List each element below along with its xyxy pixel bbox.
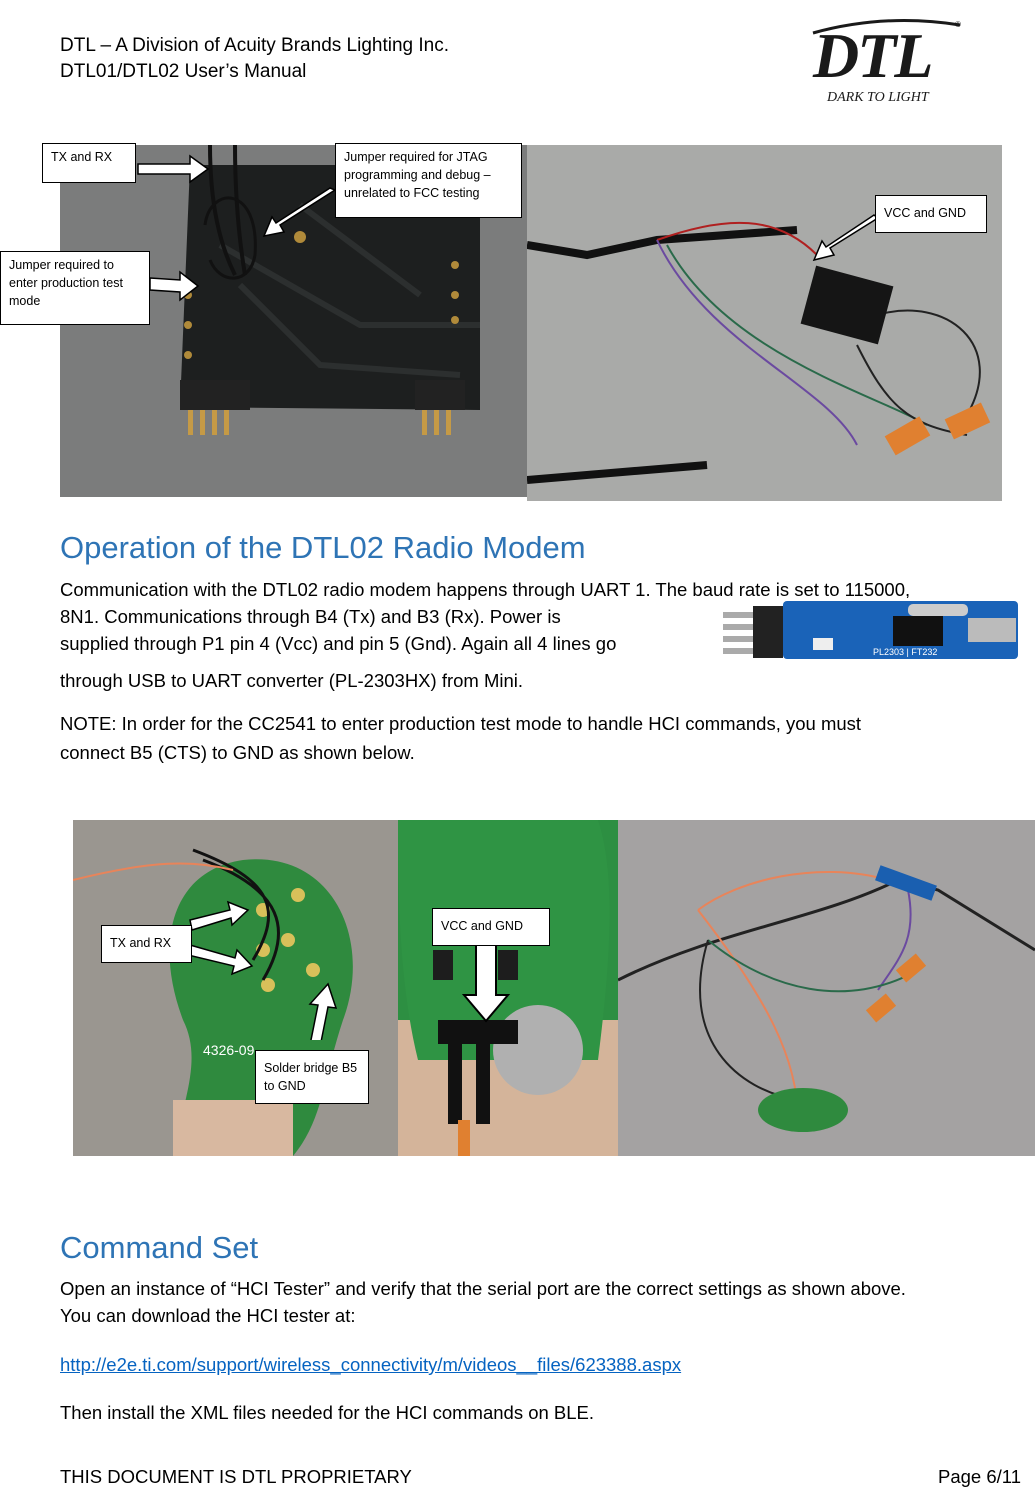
paragraph-line: through USB to UART converter (PL-2303HX… xyxy=(60,670,524,691)
callout-solder-bridge: Solder bridge B5 to GND xyxy=(255,1050,369,1104)
dtl02-back-photo xyxy=(398,820,618,1156)
paragraph-line: Communication with the DTL02 radio modem… xyxy=(60,579,911,600)
callout-tx-rx-2: TX and RX xyxy=(101,925,192,963)
paragraph-line: Open an instance of “HCI Tester” and ver… xyxy=(60,1278,906,1299)
header-line-2: DTL01/DTL02 User’s Manual xyxy=(60,61,307,82)
paragraph-line: 8N1. Communications through B4 (Tx) and … xyxy=(60,606,561,627)
section-heading-radio-modem: Operation of the DTL02 Radio Modem xyxy=(60,530,586,565)
note-line: NOTE: In order for the CC2541 to enter p… xyxy=(60,713,862,734)
footer-page-number: Page 6/11 xyxy=(938,1466,1021,1487)
callout-jtag-jumper: Jumper required for JTAG programming and… xyxy=(335,143,522,218)
svg-text:®: ® xyxy=(955,20,961,29)
callout-vcc-gnd-2: VCC and GND xyxy=(432,908,550,946)
figure1-vcc-arrow xyxy=(812,214,880,262)
note-line: connect B5 (CTS) to GND as shown below. xyxy=(60,742,415,763)
header-line-1: DTL – A Division of Acuity Brands Lighti… xyxy=(60,35,449,56)
paragraph-line: You can download the HCI tester at: xyxy=(60,1305,356,1326)
hci-tester-download-link[interactable]: http://e2e.ti.com/support/wireless_conne… xyxy=(60,1354,682,1375)
callout-production-jumper: Jumper required to enter production test… xyxy=(0,251,150,325)
usb-uart-converter-photo: PL2303 | FT232 xyxy=(723,598,1019,663)
figure2-arrows xyxy=(187,900,338,1040)
callout-vcc-gnd: VCC and GND xyxy=(875,195,987,233)
board-marking: 4326-09 xyxy=(203,1042,255,1058)
svg-text:DARK TO LIGHT: DARK TO LIGHT xyxy=(826,90,930,105)
footer-proprietary: THIS DOCUMENT IS DTL PROPRIETARY xyxy=(60,1466,412,1487)
section-heading-command-set: Command Set xyxy=(60,1230,259,1265)
callout-tx-rx: TX and RX xyxy=(42,143,136,183)
figure1-arrows xyxy=(137,154,337,302)
dtl-logo: DTL ® DARK TO LIGHT xyxy=(805,5,970,110)
dtl02-test-setup-photo xyxy=(618,820,1035,1156)
converter-board-label: PL2303 | FT232 xyxy=(873,647,938,657)
figure2-vcc-arrow xyxy=(462,945,511,1023)
paragraph-line: Then install the XML files needed for th… xyxy=(60,1402,595,1423)
paragraph-line: supplied through P1 pin 4 (Vcc) and pin … xyxy=(60,633,617,654)
svg-text:DTL: DTL xyxy=(812,20,931,91)
